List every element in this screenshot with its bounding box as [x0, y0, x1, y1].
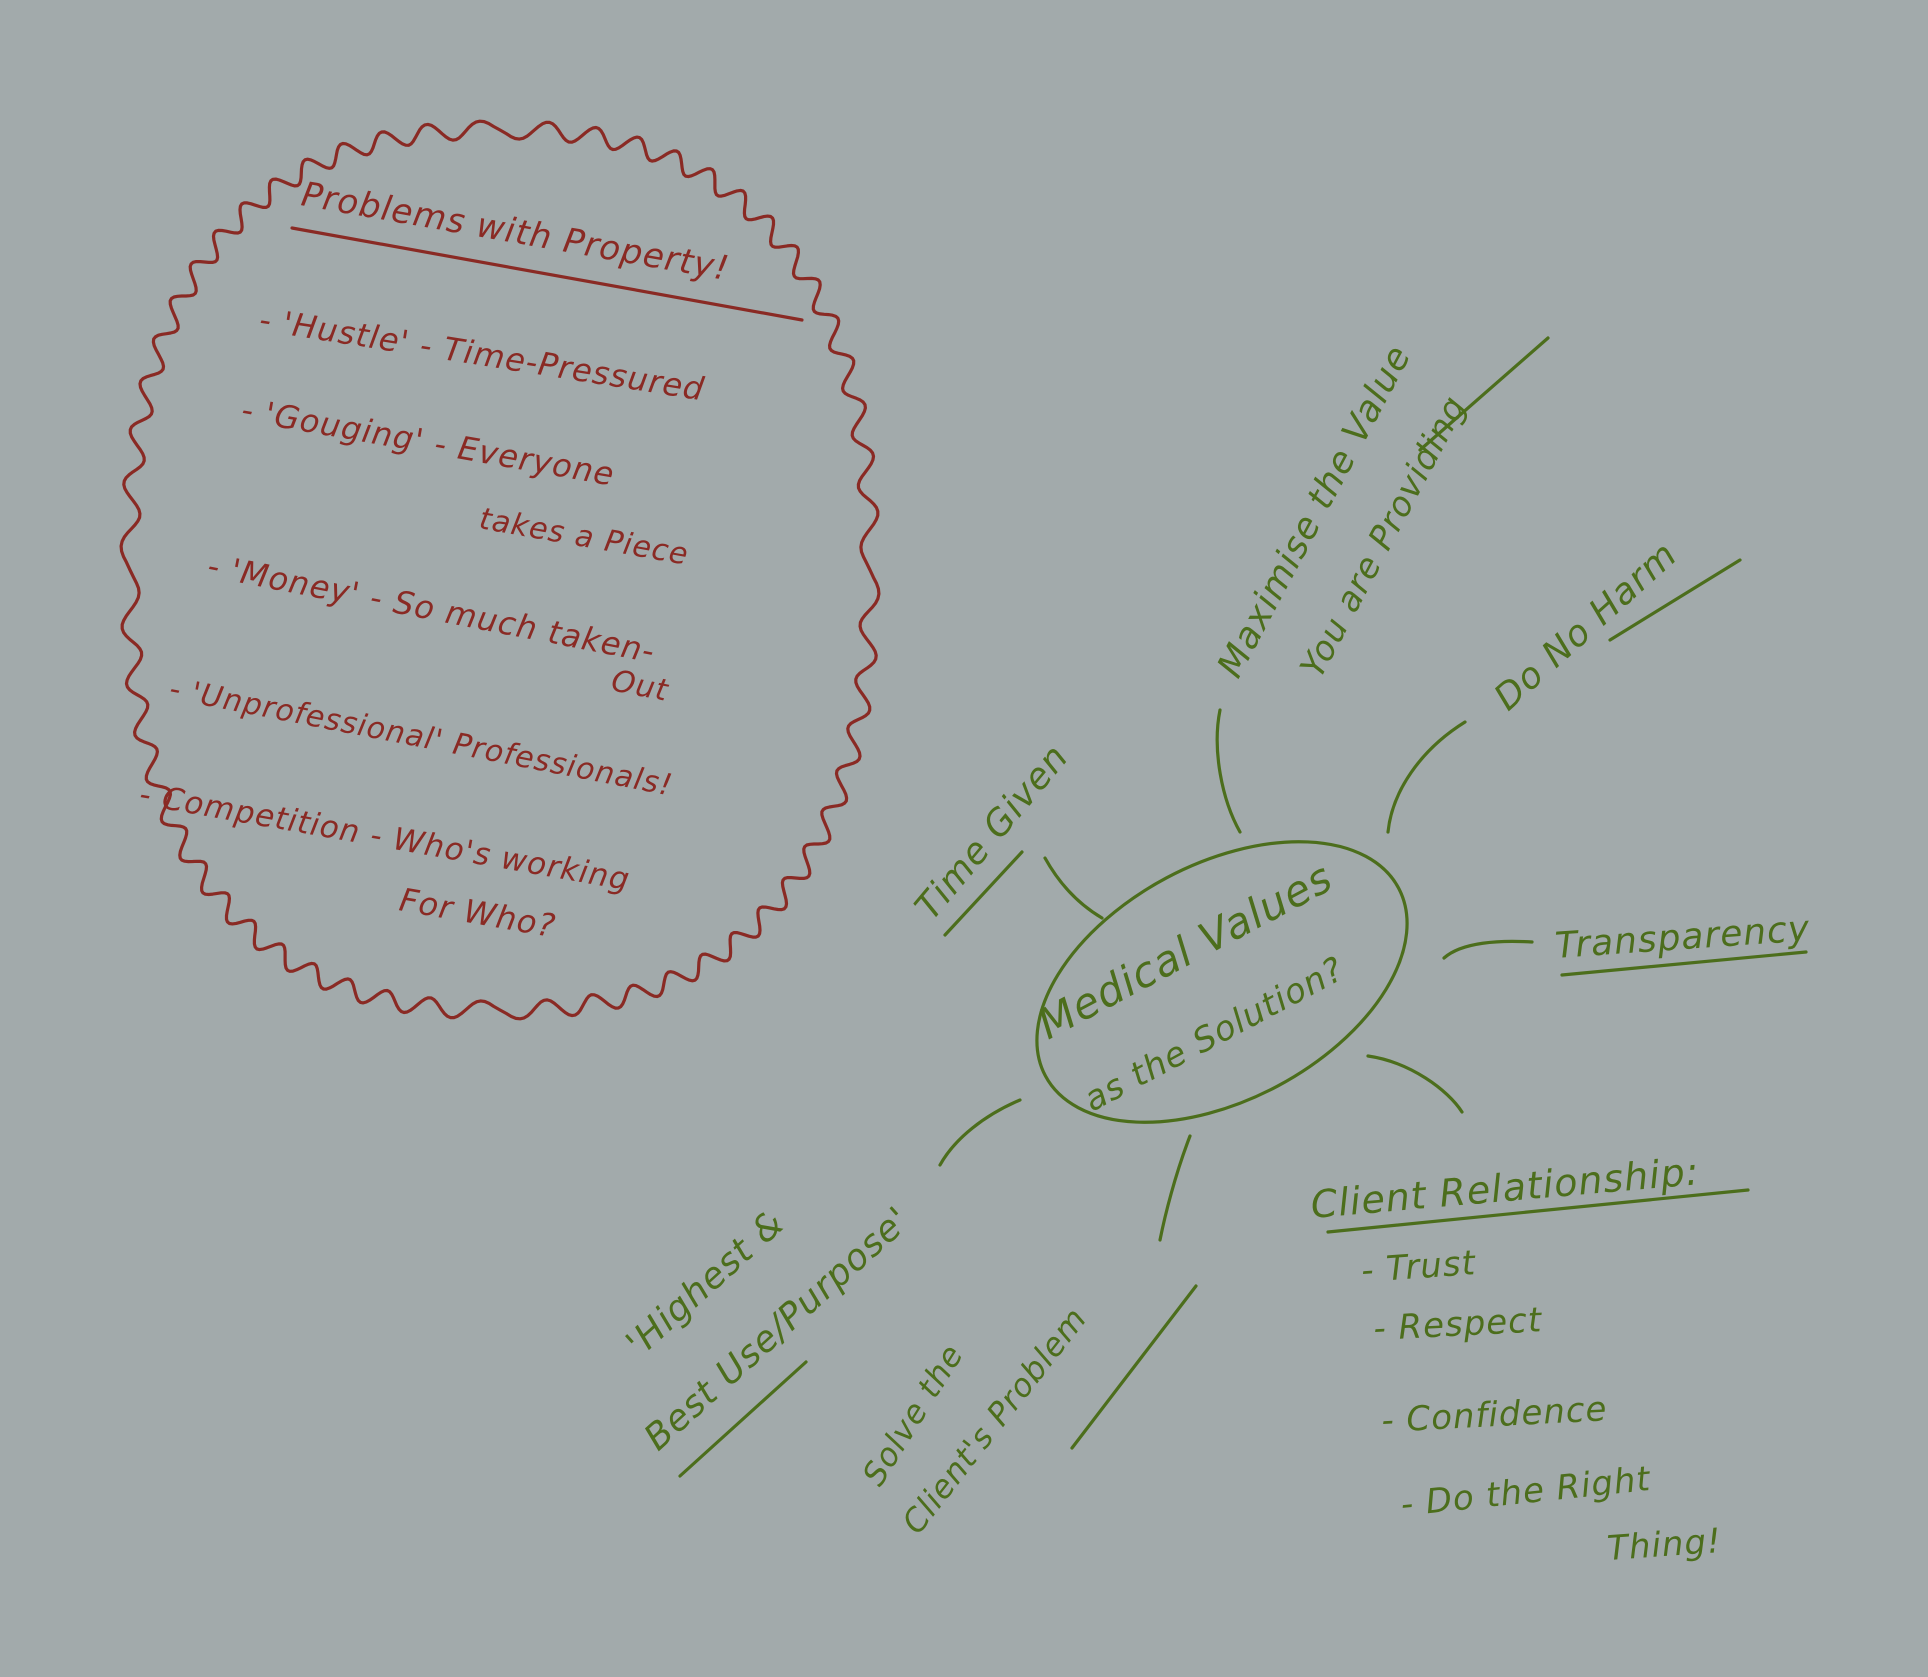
branch-time-given-underline [943, 850, 1024, 937]
connector-solve [1158, 1134, 1192, 1242]
problems-cloud-outline [119, 119, 881, 1021]
problem-item-5: - Competition - Who's working [137, 776, 633, 898]
connector-maximise [1215, 708, 1242, 834]
problems-cloud: Problems with Property! - 'Hustle' - Tim… [119, 119, 881, 1021]
client-item-thing: Thing! [1606, 1521, 1723, 1569]
client-item-respect: - Respect [1372, 1300, 1543, 1349]
connector-transparency [1442, 939, 1534, 960]
connector-client [1366, 1054, 1464, 1114]
branch-time-given: Time Given [907, 737, 1076, 928]
branch-solve-underline [1070, 1284, 1198, 1450]
connector-time-given [1043, 856, 1104, 920]
branch-highest-underline [678, 1360, 808, 1478]
connector-highest [938, 1098, 1022, 1167]
connector-do-no-harm [1386, 720, 1467, 834]
problem-item-2: - 'Gouging' - Everyone [239, 390, 618, 493]
problem-item-2-cont: takes a Piece [477, 501, 692, 572]
client-item-right: - Do the Right [1399, 1459, 1653, 1525]
branch-transparency: Transparency [1554, 908, 1812, 967]
branch-maximise-underline [1418, 336, 1550, 452]
problem-item-5-cont: For Who? [397, 880, 559, 945]
problem-item-1: - 'Hustle' - Time-Pressured [257, 300, 708, 408]
problem-item-3: - 'Money' - So much taken- [204, 547, 658, 671]
solution-mindmap: Medical Values as the Solution? Time Giv… [619, 336, 1812, 1569]
client-item-confidence: - Confidence [1380, 1389, 1608, 1441]
problems-title-underline [290, 226, 804, 322]
center-node-outline [1035, 840, 1409, 1124]
problem-item-4: - 'Unprofessional' Professionals! [166, 671, 675, 803]
branch-client-underline [1326, 1188, 1750, 1234]
problem-item-3-cont: Out [608, 663, 671, 708]
branch-transparency-underline [1560, 950, 1808, 977]
problems-title: Problems with Property! [298, 174, 732, 289]
client-item-trust: - Trust [1360, 1243, 1478, 1291]
branch-do-no-harm: Do No Harm [1487, 534, 1686, 719]
branch-do-no-harm-underline [1608, 558, 1742, 642]
